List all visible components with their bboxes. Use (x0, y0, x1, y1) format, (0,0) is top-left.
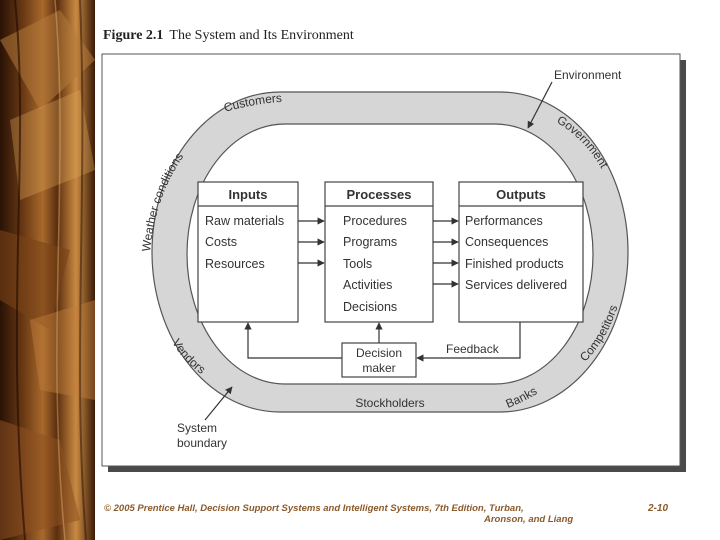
environment-label: Environment (554, 68, 622, 82)
inputs-box (197, 181, 299, 323)
decision-maker-box (341, 342, 417, 378)
decision-to-inputs-arrow (244, 322, 342, 359)
stockholders-label: Stockholders (355, 396, 424, 410)
processes-item-decisions: Decisions (343, 300, 397, 314)
outputs-item-finished-products: Finished products (465, 257, 564, 271)
processes-item-activities: Activities (343, 278, 392, 292)
figure-title: Figure 2.1 The System and Its Environment (103, 28, 354, 44)
inputs-item-raw-materials: Raw materials (205, 214, 284, 228)
outputs-box (458, 181, 584, 323)
feedback-arrow (416, 322, 521, 362)
processes-title: Processes (346, 187, 411, 202)
processes-item-procedures: Procedures (343, 214, 407, 228)
page-number: 2-10 (648, 503, 669, 514)
inputs-item-resources: Resources (205, 257, 265, 271)
decision-maker-line2: maker (362, 361, 395, 375)
system-boundary-line1: System (177, 421, 217, 435)
wood-texture-strip (0, 0, 95, 540)
processes-item-tools: Tools (343, 257, 372, 271)
environment-arrow (527, 81, 553, 129)
outputs-item-consequences: Consequences (465, 235, 548, 249)
outputs-item-services-delivered: Services delivered (465, 278, 567, 292)
decision-maker-line1: Decision (356, 346, 402, 360)
footer-line2: Aronson, and Liang (484, 514, 574, 525)
outputs-item-performances: Performances (465, 214, 543, 228)
inputs-item-costs: Costs (205, 235, 237, 249)
processes-box (324, 181, 434, 323)
figure-title-text: The System and Its Environment (169, 28, 354, 43)
wood-texture-graphic (0, 0, 95, 540)
system-boundary-line2: boundary (177, 436, 227, 450)
inputs-title: Inputs (229, 187, 268, 202)
footer-citation: © 2005 Prentice Hall, Decision Support S… (104, 503, 604, 525)
feedback-label: Feedback (446, 342, 500, 356)
inputs-to-processes-arrows (298, 217, 325, 267)
outputs-title: Outputs (496, 187, 546, 202)
processes-to-outputs-arrows (433, 217, 459, 288)
figure-label: Figure 2.1 (103, 28, 164, 43)
processes-item-programs: Programs (343, 235, 397, 249)
system-boundary-arrow (204, 386, 233, 421)
footer-line1: © 2005 Prentice Hall, Decision Support S… (104, 503, 524, 514)
